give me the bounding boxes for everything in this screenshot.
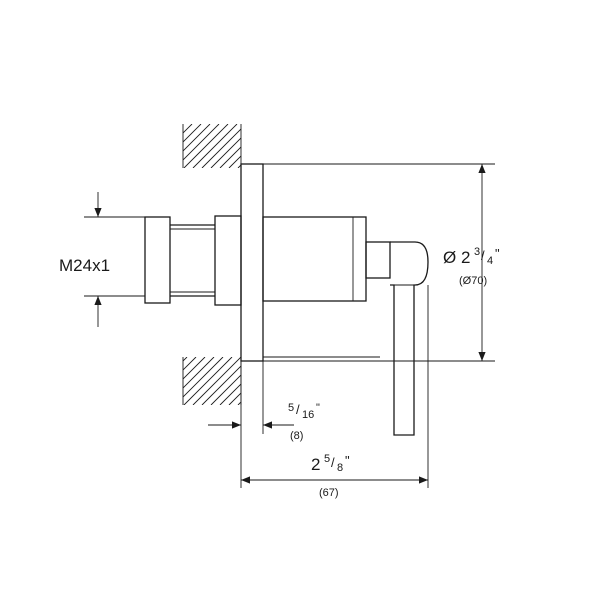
wall-bottom — [182, 357, 242, 405]
lever-handle — [390, 241, 429, 436]
svg-text:3: 3 — [474, 246, 480, 258]
extension-lines — [84, 163, 495, 488]
depth-dimension: 2 5 / 8 " (67) — [241, 453, 428, 499]
svg-text:2: 2 — [461, 248, 470, 267]
svg-text:/: / — [481, 248, 485, 263]
diameter-metric: (Ø70) — [459, 275, 487, 287]
flange-offset-metric: (8) — [290, 430, 303, 442]
thread-label: M24x1 — [59, 256, 110, 275]
svg-text:8: 8 — [337, 462, 343, 474]
svg-text:16: 16 — [302, 409, 314, 421]
svg-text:4: 4 — [487, 255, 493, 267]
svg-text:/: / — [331, 455, 335, 470]
svg-text:2: 2 — [311, 455, 320, 474]
svg-text:/: / — [296, 402, 300, 417]
thread-dimension: M24x1 — [59, 192, 110, 327]
svg-text:5: 5 — [288, 402, 294, 414]
depth-metric: (67) — [319, 487, 339, 499]
svg-text:Ø: Ø — [443, 248, 456, 267]
flange-plate — [240, 163, 264, 362]
depth-label: 2 5 / 8 " — [311, 453, 350, 474]
svg-text:": " — [345, 453, 350, 468]
svg-text:": " — [495, 246, 500, 261]
thread-connector — [144, 215, 242, 306]
svg-text:5: 5 — [324, 453, 330, 465]
flange-offset-dimension: 5 / 16 " (8) — [208, 402, 320, 442]
svg-text:": " — [316, 402, 320, 414]
wall-top — [182, 124, 242, 168]
flange-offset-label: 5 / 16 " — [288, 402, 320, 421]
valve-body — [262, 216, 391, 302]
